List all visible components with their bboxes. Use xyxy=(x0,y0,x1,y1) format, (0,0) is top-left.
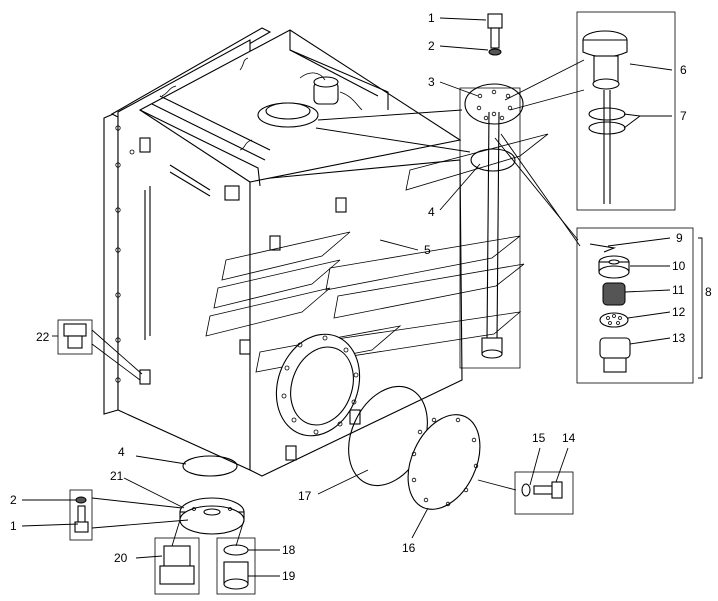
callout-3: 3 xyxy=(428,75,435,89)
callout-2-top: 2 xyxy=(428,39,435,53)
callout-20: 20 xyxy=(114,551,128,565)
callout-6: 6 xyxy=(680,63,687,77)
callout-19: 19 xyxy=(282,569,296,583)
callout-7: 7 xyxy=(680,109,687,123)
drain-assembly xyxy=(69,455,256,595)
cover-and-gasket xyxy=(348,385,574,515)
filler-cap-assembly xyxy=(576,11,676,211)
callout-18: 18 xyxy=(282,543,296,557)
callout-10: 10 xyxy=(672,259,686,273)
callout-21: 21 xyxy=(110,469,124,483)
callout-9: 9 xyxy=(676,231,683,245)
callout-4-bottom: 4 xyxy=(118,445,125,459)
callout-14: 14 xyxy=(562,431,576,445)
callout-11: 11 xyxy=(672,283,685,297)
callout-8: 8 xyxy=(705,285,712,299)
callout-1-bottom: 1 xyxy=(10,519,17,533)
callout-12: 12 xyxy=(672,305,686,319)
leader-lines xyxy=(21,17,703,577)
callout-22: 22 xyxy=(36,330,50,344)
callout-17: 17 xyxy=(298,489,312,503)
callout-1-top: 1 xyxy=(428,11,435,25)
plug-22 xyxy=(57,319,93,355)
callout-5: 5 xyxy=(424,243,431,257)
sender-assembly xyxy=(459,13,524,369)
callout-15: 15 xyxy=(532,431,546,445)
filter-assembly xyxy=(576,227,694,384)
callout-labels: 1 2 3 4 5 6 7 8 9 10 11 12 13 14 15 16 1… xyxy=(10,11,712,583)
fuel-tank xyxy=(103,27,549,477)
callout-13: 13 xyxy=(672,331,686,345)
callout-2-bottom: 2 xyxy=(10,493,17,507)
callout-16: 16 xyxy=(402,541,416,555)
callout-4-top: 4 xyxy=(428,205,435,219)
